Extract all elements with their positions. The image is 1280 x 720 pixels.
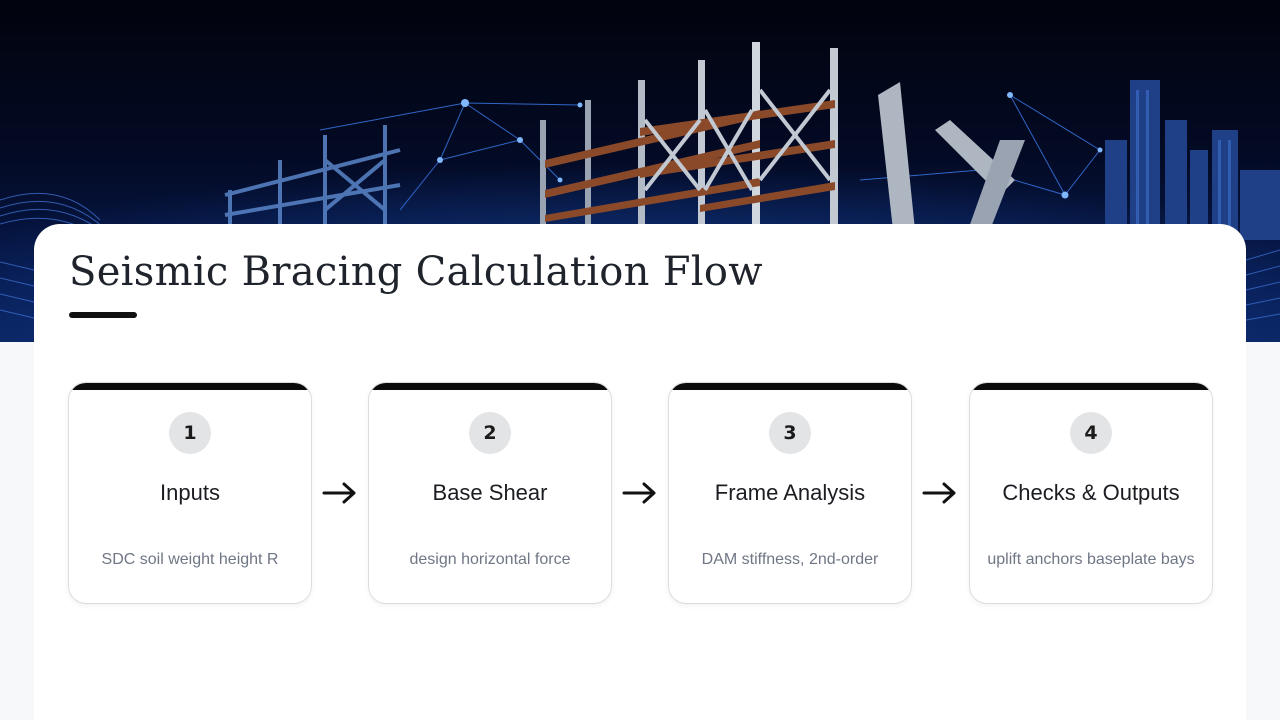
arrow-right-icon xyxy=(322,482,356,504)
content-card: Seismic Bracing Calculation Flow 1 Input… xyxy=(34,224,1246,720)
step-description: SDC soil weight height R xyxy=(101,550,279,568)
arrow-right-icon xyxy=(622,482,656,504)
step-number-badge: 2 xyxy=(469,412,511,454)
step-number-badge: 3 xyxy=(769,412,811,454)
step-description: design horizontal force xyxy=(409,550,571,568)
step-label: Checks & Outputs xyxy=(1002,480,1180,505)
step-description: uplift anchors baseplate bays xyxy=(987,550,1195,568)
step-label: Inputs xyxy=(160,480,220,505)
step-card-base-shear: 2 Base Shear design horizontal force xyxy=(368,382,612,604)
step-number-badge: 4 xyxy=(1070,412,1112,454)
step-top-bar xyxy=(369,383,611,390)
step-card-inputs: 1 Inputs SDC soil weight height R xyxy=(68,382,312,604)
title-underline xyxy=(69,312,137,318)
step-top-bar xyxy=(669,383,911,390)
step-top-bar xyxy=(69,383,311,390)
step-label: Base Shear xyxy=(432,480,548,505)
step-label: Frame Analysis xyxy=(714,480,866,505)
slide-title: Seismic Bracing Calculation Flow xyxy=(69,249,763,295)
step-card-checks-outputs: 4 Checks & Outputs uplift anchors basepl… xyxy=(969,382,1213,604)
arrow-right-icon xyxy=(922,482,956,504)
step-description: DAM stiffness, 2nd-order xyxy=(701,550,879,568)
step-card-frame-analysis: 3 Frame Analysis DAM stiffness, 2nd-orde… xyxy=(668,382,912,604)
step-top-bar xyxy=(970,383,1212,390)
step-number-badge: 1 xyxy=(169,412,211,454)
